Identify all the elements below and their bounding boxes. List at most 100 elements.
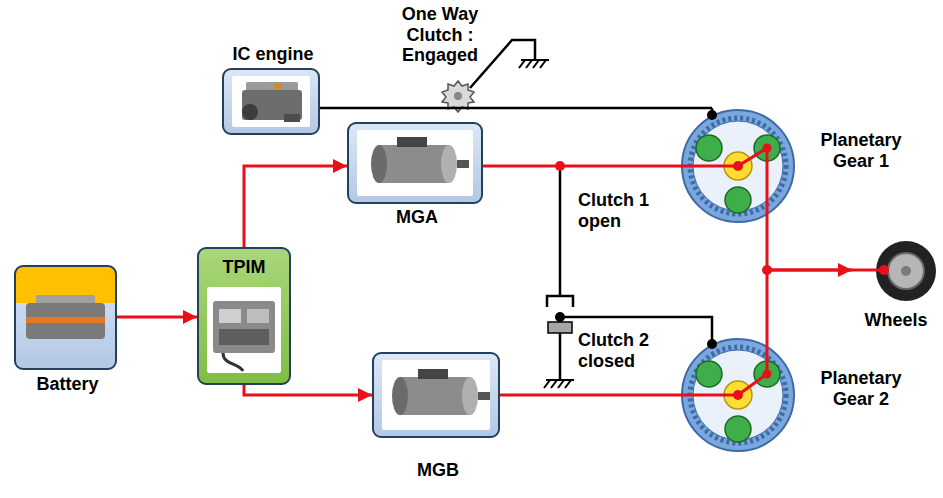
connector: [483, 165, 680, 168]
connector: [767, 224, 852, 270]
text-slot: MGA: [289, 207, 545, 228]
planet-gear: [725, 416, 751, 442]
motor-end: [392, 377, 408, 415]
junction-dot: [555, 161, 565, 171]
connector: [117, 316, 197, 319]
ground-hatch: [544, 380, 550, 388]
planet-gear: [696, 135, 722, 161]
ground-hatch: [565, 380, 571, 388]
carrier-dot: [763, 144, 772, 153]
node-label: IC engine: [232, 44, 313, 65]
node-label: TPIM: [223, 257, 266, 278]
planetary-gear: Planetary Gear 2: [680, 337, 796, 453]
connector: [500, 394, 680, 397]
clutch-label-slot: One Way Clutch : Engaged: [398, 4, 482, 66]
node-label: MGA: [396, 207, 438, 228]
motor-illustration: [349, 124, 481, 202]
power-path: [680, 148, 767, 224]
battery-pack: [26, 303, 105, 339]
terminal-box: [418, 369, 448, 379]
motor-illustration: [374, 354, 498, 436]
planet-gear: [725, 187, 751, 213]
ground-symbol: [519, 60, 549, 68]
clutch-label: Clutch 1 open: [578, 190, 660, 231]
node-label: Planetary Gear 1: [805, 130, 917, 171]
power-path: [680, 337, 767, 395]
photo-ground: [382, 360, 490, 430]
node-label: Battery: [36, 374, 98, 395]
clutch-shaft: [559, 333, 562, 380]
node-label: Wheels: [864, 310, 927, 331]
photo-ground: [207, 287, 281, 373]
inverter-part: [247, 309, 269, 323]
clutch-label: Clutch 2 closed: [578, 330, 660, 371]
rim: [888, 253, 924, 289]
clutch-label-slot: Clutch 2 closed: [578, 330, 660, 372]
text-slot: Planetary Gear 1: [805, 130, 917, 172]
oil-cap: [274, 83, 282, 89]
shaft-dot: [733, 161, 743, 171]
connector: [244, 385, 372, 395]
ground-symbol: [544, 380, 574, 388]
connector: [320, 107, 712, 110]
motor-body: [400, 377, 470, 415]
gear1-illustration: [680, 108, 796, 224]
wheel-icon: Wheels: [852, 238, 940, 304]
pulley: [242, 104, 258, 120]
clutch-arm: [470, 40, 535, 88]
shaft-dot: [733, 390, 743, 400]
planet-gear: [696, 361, 722, 387]
ground-hatch: [526, 60, 532, 68]
hub: [901, 266, 911, 276]
text-slot: Planetary Gear 2: [805, 368, 917, 410]
gear2-illustration: [680, 337, 796, 453]
inverter-case: [213, 301, 275, 353]
battery-box: Battery: [14, 265, 117, 370]
engine-box: IC engine: [222, 68, 320, 135]
ground-hatch: [533, 60, 539, 68]
text-slot: MGB: [314, 460, 562, 481]
photo-ground: [357, 130, 473, 196]
wheel-illustration: [852, 238, 940, 304]
text-slot: TPIM: [199, 257, 289, 278]
ground-hatch: [519, 60, 525, 68]
ground-hatch: [551, 380, 557, 388]
inverter-part: [219, 329, 269, 345]
terminal-box: [397, 137, 427, 147]
text-slot: Battery: [0, 374, 179, 395]
connector: [767, 270, 852, 337]
cable: [223, 353, 243, 371]
clutch-shaft: [559, 166, 562, 296]
clutch-plate-open: [547, 296, 573, 307]
ring-dot: [707, 339, 717, 349]
ground-hatch: [558, 380, 564, 388]
junction-dot: [762, 265, 772, 275]
clutch-label-slot: Clutch 1 open: [578, 190, 660, 232]
carrier-dot: [763, 370, 772, 379]
inverter-box: TPIM: [197, 247, 291, 385]
battery-stripe: [26, 317, 105, 323]
one-way-clutch-hub: [454, 92, 462, 100]
ground-hatch: [540, 60, 546, 68]
node-label: MGB: [417, 460, 459, 481]
node-label: Planetary Gear 2: [805, 368, 917, 409]
text-slot: Wheels: [792, 310, 943, 331]
ring-dot: [707, 110, 717, 120]
inverter-part: [219, 309, 241, 323]
planetary-gear: Planetary Gear 1: [680, 108, 796, 224]
engine-illustration: [224, 70, 318, 133]
tyre: [876, 241, 936, 301]
clutch-plate-closed: [548, 322, 572, 333]
battery-illustration: [16, 267, 115, 368]
connector: [244, 166, 347, 247]
motor-shaft: [457, 160, 469, 168]
engine-part: [284, 114, 300, 122]
motor-box: MGA: [347, 122, 483, 204]
junction-dot: [555, 312, 565, 322]
motor-end: [462, 377, 478, 415]
clutch-label: One Way Clutch : Engaged: [398, 4, 482, 66]
motor-end: [371, 145, 387, 183]
